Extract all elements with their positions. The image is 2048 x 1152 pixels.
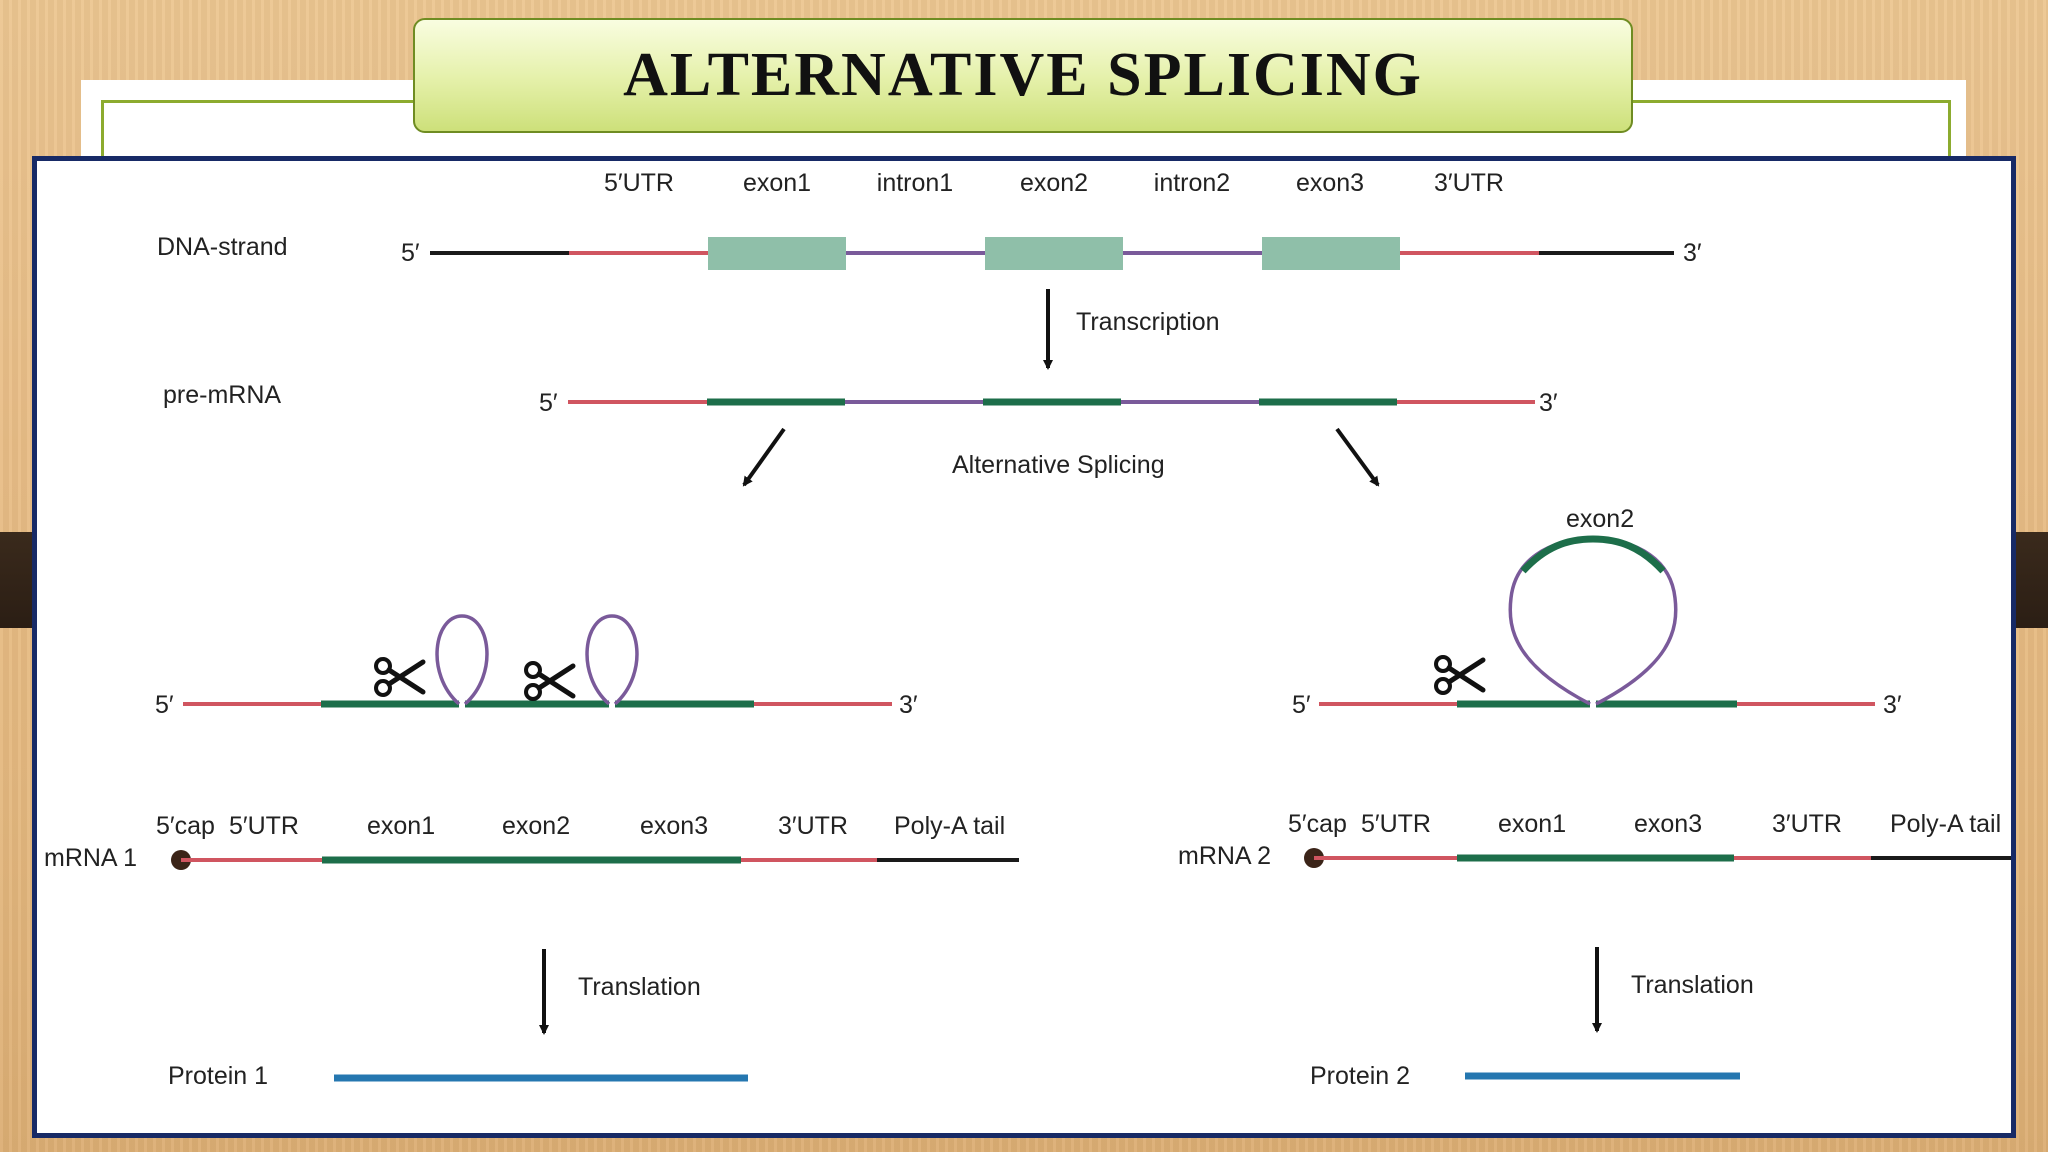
mrna2-3utr: 3′UTR: [1772, 810, 1842, 838]
mrna1-polya: Poly-A tail: [894, 812, 1005, 840]
dna-label-intron2: intron2: [1154, 169, 1230, 197]
mrna2-5cap: 5′cap: [1288, 810, 1347, 838]
splice-arrow-left-icon: [742, 427, 786, 487]
alternative-splicing-label: Alternative Splicing: [952, 451, 1165, 479]
dna-5prime: 5′: [401, 239, 420, 267]
dna-label-exon1: exon1: [743, 169, 811, 197]
mrna1-5cap: 5′cap: [156, 812, 215, 840]
intron1-loop: [435, 614, 489, 706]
mrna1-5utr: 5′UTR: [229, 812, 299, 840]
protein1-label: Protein 1: [168, 1062, 268, 1090]
dna-label-intron1: intron1: [877, 169, 953, 197]
dna-label-3utr: 3′UTR: [1434, 169, 1504, 197]
intron2-loop: [585, 614, 639, 706]
protein2-label: Protein 2: [1310, 1062, 1410, 1090]
mrna2-polya: Poly-A tail: [1890, 810, 2001, 838]
dna-label-exon2: exon2: [1020, 169, 1088, 197]
right-loop-exon2-label: exon2: [1566, 505, 1634, 533]
premrna-5prime: 5′: [539, 389, 558, 417]
mrna1-strand: [171, 850, 1019, 870]
mrna2-labels: 5′cap 5′UTR exon1 exon3 3′UTR Poly-A tai…: [1288, 810, 2001, 838]
slide-title: ALTERNATIVE SPLICING: [623, 41, 1423, 109]
left-5prime: 5′: [155, 691, 174, 719]
scissors-icon: [376, 659, 423, 695]
mrna2-5utr: 5′UTR: [1361, 810, 1431, 838]
dna-segment-labels: 5′UTR exon1 intron1 exon2 intron2 exon3 …: [604, 169, 1504, 197]
mrna1-exon1: exon1: [367, 812, 435, 840]
splicing-diagram: DNA-strand 5′ 3′ 5′UTR exon1 intron1 exo…: [44, 169, 2011, 1090]
dna-strand: [430, 237, 1674, 270]
dna-strand-label: DNA-strand: [157, 233, 288, 261]
translation-right-label: Translation: [1631, 971, 1754, 999]
mrna1-3utr: 3′UTR: [778, 812, 848, 840]
premrna-3prime: 3′: [1539, 389, 1558, 417]
mrna1-labels: 5′cap 5′UTR exon1 exon2 exon3 3′UTR Poly…: [156, 812, 1005, 840]
right-5prime: 5′: [1292, 691, 1311, 719]
mrna1-exon3: exon3: [640, 812, 708, 840]
right-3prime: 3′: [1883, 691, 1902, 719]
diagram-panel: DNA-strand 5′ 3′ 5′UTR exon1 intron1 exo…: [32, 156, 2016, 1138]
translation-left-label: Translation: [578, 973, 701, 1001]
dna-3prime: 3′: [1683, 239, 1702, 267]
scissors-icon: [526, 663, 573, 699]
mrna2-strand: [1304, 848, 2011, 868]
loop-exon2-segment: [1520, 535, 1666, 574]
mrna1-label: mRNA 1: [44, 844, 137, 872]
mrna2-label: mRNA 2: [1178, 842, 1271, 870]
left-3prime: 3′: [899, 691, 918, 719]
mrna2-exon1: exon1: [1498, 810, 1566, 838]
premrna-label: pre-mRNA: [163, 381, 281, 409]
dna-label-5utr: 5′UTR: [604, 169, 674, 197]
mrna2-exon3: exon3: [1634, 810, 1702, 838]
dna-label-exon3: exon3: [1296, 169, 1364, 197]
transcription-label: Transcription: [1076, 308, 1220, 336]
title-banner: ALTERNATIVE SPLICING: [413, 18, 1633, 133]
mrna1-exon2: exon2: [502, 812, 570, 840]
splice-arrow-right-icon: [1335, 427, 1380, 487]
scissors-icon: [1436, 657, 1483, 693]
